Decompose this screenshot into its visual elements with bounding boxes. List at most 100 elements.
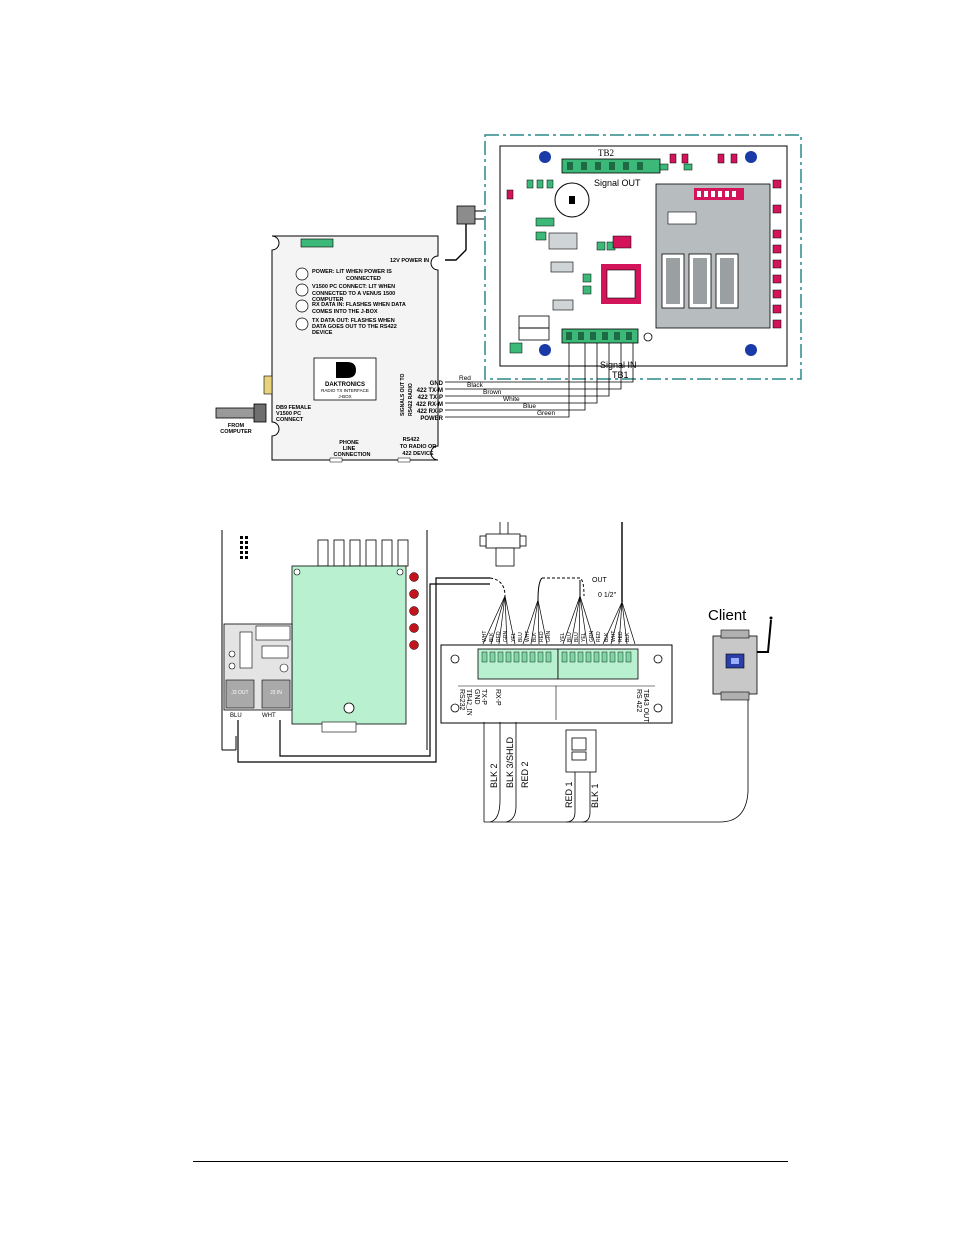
pc-connect-led: [295, 283, 309, 297]
receiver-board: TB2 Signal OUT: [499, 145, 788, 367]
svg-text:BLK: BLK: [489, 632, 495, 642]
svg-text:TB42_IN: TB42_IN: [465, 689, 473, 716]
svg-text:COMPUTER: COMPUTER: [220, 429, 252, 435]
svg-text:BLK: BLK: [625, 632, 631, 642]
signal-wires: [445, 343, 634, 418]
svg-text:FROM: FROM: [228, 423, 245, 429]
svg-text:BLK: BLK: [604, 632, 610, 642]
svg-text:RED: RED: [539, 631, 545, 642]
svg-text:CONNECTED TO A VENUS 1500: CONNECTED TO A VENUS 1500: [312, 291, 395, 297]
terminal-board: TB42_IN RS232 TX-P GND RX-P TB43 OUT RS …: [440, 644, 673, 724]
cable-label-red2: RED 2: [520, 761, 530, 788]
wire-red: Red: [459, 375, 471, 382]
j-box-housing: [271, 235, 439, 461]
wire-brown: Brown: [483, 389, 502, 396]
svg-text:BLU: BLU: [567, 632, 573, 642]
svg-text:J3 OUT: J3 OUT: [231, 690, 248, 696]
svg-text:TB43 OUT: TB43 OUT: [642, 689, 649, 723]
svg-text:BLK: BLK: [532, 632, 538, 642]
svg-text:YEL: YEL: [560, 632, 566, 642]
svg-text:V1500 PC: V1500 PC: [276, 411, 301, 417]
blu-label: BLU: [230, 713, 242, 719]
tb2-label: TB2: [598, 148, 614, 158]
capacitor-row: [317, 539, 409, 567]
enclosure-outline: [484, 134, 802, 380]
svg-text:BLU: BLU: [518, 632, 524, 642]
svg-text:RS422: RS422: [403, 437, 420, 443]
brand-name: DAKTRONICS: [325, 382, 365, 388]
svg-text:GRN: GRN: [503, 631, 509, 643]
svg-text:WHT: WHT: [482, 631, 488, 642]
mount-hole: [539, 151, 551, 163]
power-cable: [445, 224, 467, 261]
upper-diagram: TB2 Signal OUT: [215, 134, 802, 463]
signal-in-label: Signal IN: [600, 360, 637, 370]
wire-green: Green: [537, 410, 555, 417]
svg-text:422 RX-M: 422 RX-M: [416, 402, 443, 408]
controller-enclosure: J3 OUT J3 IN BLU WHT: [221, 530, 428, 751]
svg-text:TX DATA OUT: FLASHES WHEN: TX DATA OUT: FLASHES WHEN: [312, 318, 395, 324]
status-leds: [409, 572, 419, 650]
svg-text:RS 422: RS 422: [635, 689, 642, 712]
svg-text:CONNECTION: CONNECTION: [334, 452, 371, 458]
svg-text:422 TX-P: 422 TX-P: [418, 395, 443, 401]
svg-text:YEL: YEL: [511, 632, 517, 642]
svg-text:GND: GND: [473, 689, 480, 705]
cable-label-blk2: BLK 2: [489, 763, 499, 788]
svg-text:BLU: BLU: [574, 632, 580, 642]
lower-diagram: J3 OUT J3 IN BLU WHT OUT 0 1/2": [221, 522, 773, 823]
cable-loop: [237, 577, 490, 763]
svg-text:POWER: POWER: [420, 416, 443, 422]
svg-text:J3 IN: J3 IN: [270, 690, 282, 696]
svg-text:POWER: LIT WHEN POWER IS: POWER: LIT WHEN POWER IS: [312, 269, 392, 275]
wire-white: White: [503, 396, 520, 403]
svg-text:CONNECT: CONNECT: [276, 417, 304, 423]
svg-text:DATA GOES OUT TO THE RS422: DATA GOES OUT TO THE RS422: [312, 324, 397, 330]
svg-text:422 RX-P: 422 RX-P: [417, 409, 443, 415]
client-radio: Client: [708, 607, 773, 701]
daktronics-logo: [336, 362, 356, 378]
computer-cable: [215, 407, 261, 419]
power-in-label: 12V POWER IN: [390, 258, 429, 264]
svg-text:DEVICE: DEVICE: [312, 330, 333, 336]
rx-data-led: [295, 299, 309, 313]
svg-text:COMPUTER: COMPUTER: [312, 297, 344, 303]
bottom-connector: [565, 729, 597, 773]
cable-label-blk1: BLK 1: [590, 783, 600, 808]
j-box: 12V POWER IN POWER: LIT WHEN POWER IS CO…: [263, 235, 444, 463]
svg-text:YEL: YEL: [581, 632, 587, 642]
svg-text:SIGNALS OUT TO: SIGNALS OUT TO: [400, 373, 406, 416]
tx-data-led: [295, 317, 309, 331]
svg-text:RX-P: RX-P: [494, 689, 501, 706]
cable-label-red1: RED 1: [564, 781, 574, 808]
svg-text:RED: RED: [496, 631, 502, 642]
lower-cables: [483, 692, 749, 823]
svg-text:WHT: WHT: [525, 631, 531, 642]
power-led: [295, 267, 309, 281]
svg-text:RS422 RADIO: RS422 RADIO: [408, 383, 414, 416]
mount-hole: [745, 344, 757, 356]
wire-blue: Blue: [523, 403, 536, 410]
wht-label: WHT: [262, 713, 276, 719]
radio-board: [291, 565, 407, 725]
svg-text:COMES INTO THE J-BOX: COMES INTO THE J-BOX: [312, 309, 378, 315]
svg-text:RED: RED: [618, 631, 624, 642]
j3-in-jack: [261, 679, 291, 709]
out-label: OUT: [592, 577, 608, 584]
client-label: Client: [708, 607, 747, 624]
svg-text:422 DEVICE: 422 DEVICE: [402, 451, 434, 457]
svg-text:GND: GND: [430, 381, 444, 387]
mount-hole: [539, 344, 551, 356]
svg-text:RED: RED: [596, 631, 602, 642]
power-plug: [456, 205, 476, 225]
svg-text:PHONE: PHONE: [339, 440, 359, 446]
pair-label: 0 1/2": [598, 592, 617, 599]
modular-connector: [479, 522, 527, 567]
fan-out-wires: [482, 595, 636, 645]
svg-text:TO RADIO OR: TO RADIO OR: [400, 444, 437, 450]
svg-text:DB9 FEMALE: DB9 FEMALE: [276, 405, 311, 411]
tb1-label: TB1: [612, 370, 629, 380]
svg-text:GRN: GRN: [589, 631, 595, 643]
